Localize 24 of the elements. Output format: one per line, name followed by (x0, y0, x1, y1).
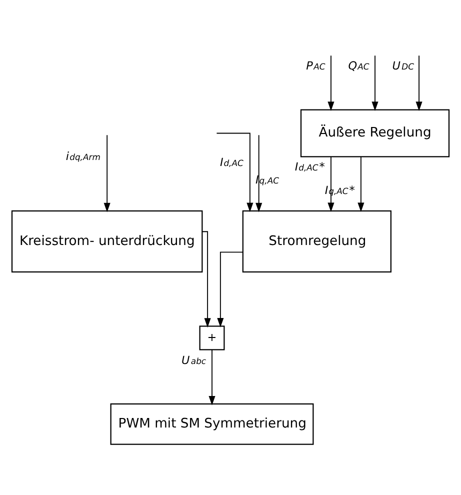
arrow (216, 132, 254, 212)
arrow (328, 156, 334, 212)
arrow (208, 348, 216, 405)
arrow (372, 54, 378, 111)
edge-label: Iq,AC (256, 172, 279, 186)
arrow (217, 251, 244, 327)
arrow (104, 134, 110, 212)
edge-label: Id,AC* (294, 160, 325, 174)
arrow (328, 54, 334, 111)
edge-label: Id,AC (220, 155, 244, 168)
edge-label: PAC (306, 59, 326, 72)
edge-label: UDC (392, 59, 414, 72)
edge-label: QAC (348, 59, 370, 72)
arrow (358, 156, 364, 212)
arrow (416, 54, 422, 111)
arrow (256, 134, 262, 212)
arrow (202, 230, 211, 328)
node-box: Stromregelung (242, 210, 392, 272)
node-box: Äußere Regelung (300, 108, 450, 157)
edge-label: idq,Arm (66, 149, 100, 162)
node-box: + (199, 325, 225, 350)
node-box: PWM mit SM Symmetrierung (110, 402, 314, 444)
node-box: Kreisstrom- unterdrückung (11, 210, 203, 272)
edge-label: Uabc (182, 353, 206, 366)
